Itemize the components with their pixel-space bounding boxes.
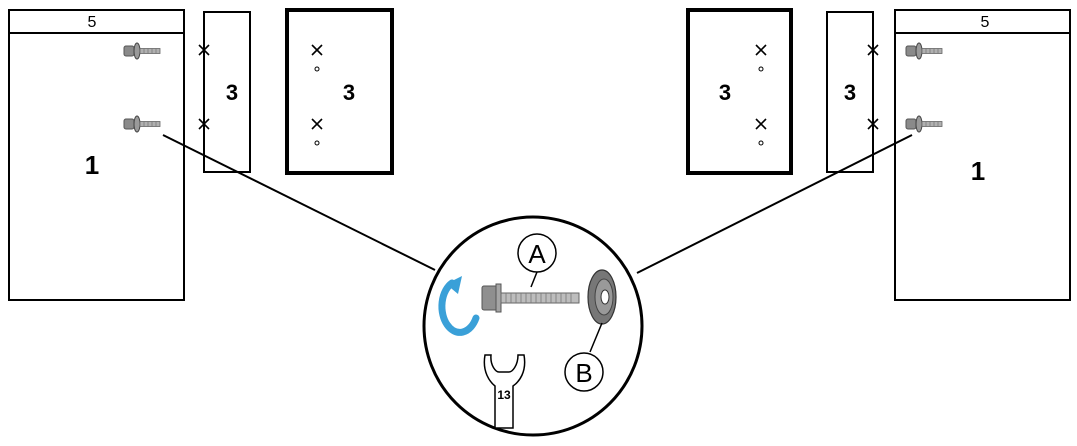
washer-label: B	[575, 358, 592, 388]
left-assembly: 5 1 3 3	[8, 8, 436, 301]
right-side-panel	[894, 9, 1071, 301]
wrench-size-label: 13	[497, 388, 511, 402]
right-edge-panel-label: 3	[844, 80, 856, 105]
right-top-panel-label: 5	[981, 14, 990, 31]
left-edge-panel	[203, 11, 251, 173]
bolt-icon	[481, 283, 580, 313]
rotate-arrow-icon	[438, 276, 480, 336]
left-face-panel	[285, 8, 394, 175]
right-face-panel	[686, 8, 793, 175]
left-top-panel-label: 5	[88, 14, 97, 31]
left-side-panel-label: 1	[85, 150, 99, 180]
bolt-label: A	[528, 239, 546, 269]
washer-icon	[587, 269, 617, 325]
right-side-panel-label: 1	[971, 156, 985, 186]
right-assembly: 5 1 3 3	[636, 8, 1071, 301]
left-side-panel	[8, 9, 185, 301]
left-edge-panel-label: 3	[226, 80, 238, 105]
right-face-panel-label: 3	[719, 80, 731, 105]
bolt-label-badge	[517, 233, 557, 273]
washer-label-badge	[564, 352, 604, 392]
left-face-panel-label: 3	[343, 80, 355, 105]
left-callout-line	[162, 134, 436, 271]
hardware-detail: A B 13	[422, 215, 644, 437]
wrench-icon	[483, 354, 526, 429]
right-callout-line	[636, 134, 913, 274]
